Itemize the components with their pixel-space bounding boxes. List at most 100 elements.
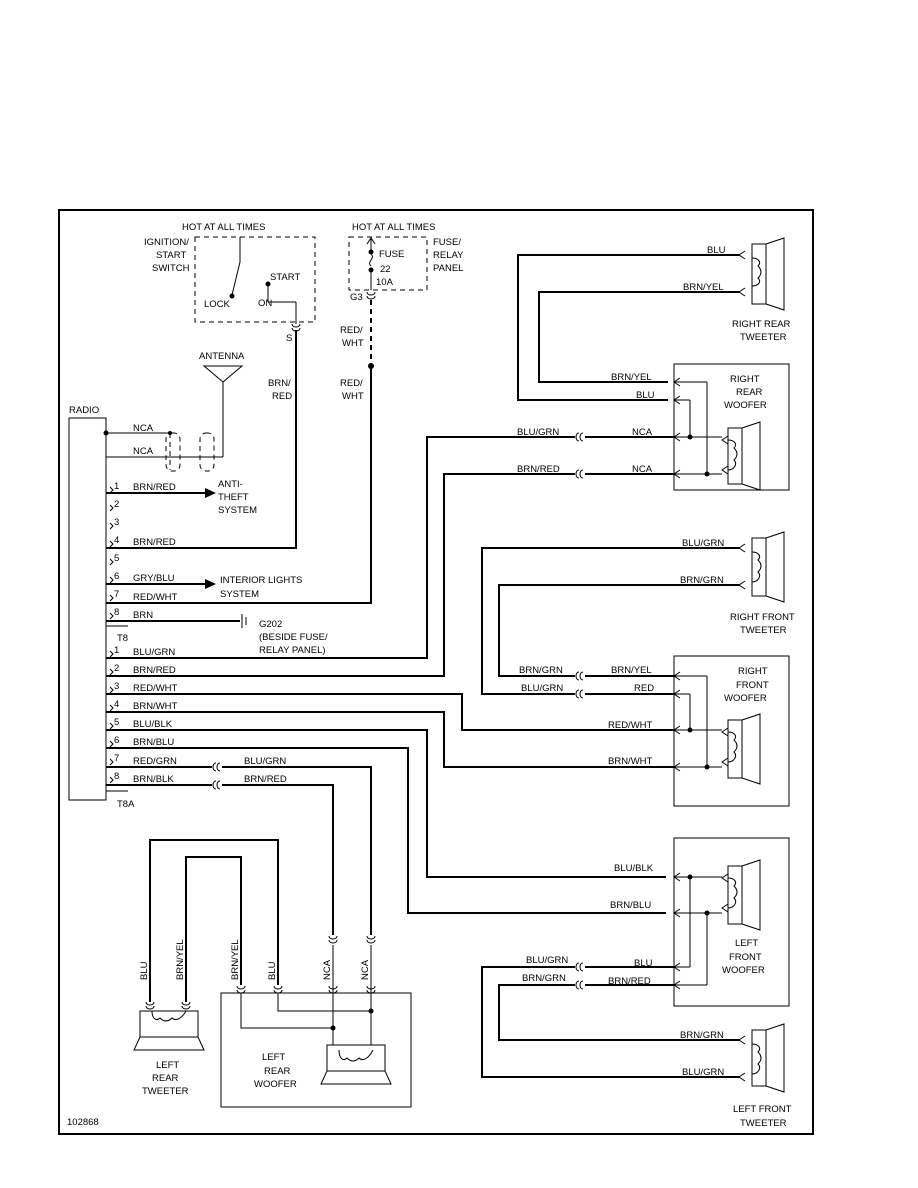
pin-number: 2 — [114, 663, 119, 674]
wire-color-label: BLU — [707, 245, 726, 256]
wire-color-label: BRN/YEL — [611, 665, 652, 676]
wire-color-label: BLU — [634, 958, 653, 969]
t8a-label: T8A — [117, 799, 135, 810]
pin-number: 7 — [114, 589, 119, 600]
pin-number: 5 — [114, 717, 119, 728]
wire-color-label: BRN/RED — [133, 482, 176, 493]
right-rear-woofer — [673, 363, 790, 491]
interior-lights-label: INTERIOR LIGHTS — [220, 575, 302, 586]
nca-label: NCA — [133, 446, 154, 457]
wire-color-label: BRN/YEL — [611, 372, 652, 383]
wire-color-label: BRN/ — [268, 378, 291, 389]
right-front-tweeter — [738, 531, 785, 603]
wire-color-label: WHT — [342, 338, 364, 349]
pin-number: 3 — [114, 517, 119, 528]
speaker-label: FRONT — [729, 952, 762, 963]
wire-color-label: RED — [634, 683, 654, 694]
ignition-switch — [194, 236, 316, 332]
speaker-label: RIGHT — [738, 666, 768, 677]
wire-color-label: RED/WHT — [608, 720, 653, 731]
right-front-woofer — [673, 655, 790, 807]
left-front-woofer — [673, 837, 790, 1007]
anti-theft-label: SYSTEM — [218, 505, 257, 516]
wire-color-label: BLU — [636, 390, 655, 401]
anti-theft-label: THEFT — [218, 492, 249, 503]
pin-number: 4 — [114, 535, 119, 546]
wire-color-label: BLU/GRN — [521, 683, 563, 694]
fuse-panel-label: FUSE/ — [433, 237, 461, 248]
ground-label: (BESIDE FUSE/ — [259, 632, 328, 643]
on-label: ON — [258, 298, 272, 309]
pin-number: 5 — [114, 553, 119, 564]
speaker-label: TWEETER — [740, 1118, 787, 1129]
speaker-label: WOOFER — [724, 400, 767, 411]
wire-color-label: BLU — [139, 961, 150, 980]
nca-label: NCA — [632, 464, 653, 475]
wire-color-label: BLU/GRN — [133, 647, 175, 658]
wire-color-label: BLU/GRN — [682, 1067, 724, 1078]
pin-number: 6 — [114, 735, 119, 746]
ground-label: G202 — [259, 619, 282, 630]
wire-color-label: RED — [272, 391, 292, 402]
speaker-label: LEFT — [156, 1060, 179, 1071]
figure-id: 102868 — [67, 1117, 99, 1128]
wire-color-label: BRN/BLK — [133, 774, 174, 785]
wire-color-label: RED/ — [340, 378, 363, 389]
pin-number: 7 — [114, 753, 119, 764]
wire-color-label: RED/GRN — [133, 756, 177, 767]
left-front-tweeter — [738, 1023, 785, 1093]
wire-color-label: BLU/GRN — [682, 538, 724, 549]
pin-number: 8 — [114, 607, 119, 618]
wire-color-label: BRN — [133, 610, 153, 621]
wire-color-label: BLU/GRN — [244, 756, 286, 767]
speaker-label: REAR — [152, 1073, 179, 1084]
pin-number: 2 — [114, 499, 119, 510]
hot-at-all-times-label-2: HOT AT ALL TIMES — [352, 222, 435, 233]
fuse-panel-label-3: PANEL — [433, 263, 463, 274]
right-rear-tweeter — [738, 237, 785, 311]
nca-label: NCA — [632, 427, 653, 438]
speaker-label: FRONT — [736, 680, 769, 691]
interior-lights-label: SYSTEM — [220, 589, 259, 600]
wire-color-label: BRN/GRN — [519, 665, 563, 676]
ground-label: RELAY PANEL) — [259, 645, 326, 656]
wire-color-label: BRN/WHT — [608, 756, 653, 767]
s-terminal-label: S — [286, 333, 292, 344]
hot-at-all-times-label-1: HOT AT ALL TIMES — [182, 222, 265, 233]
speaker-label: RIGHT — [730, 374, 760, 385]
fuse-amperage: 10A — [376, 277, 394, 288]
speaker-label: LEFT — [262, 1052, 285, 1063]
ignition-label-2: START — [156, 250, 186, 261]
speaker-label: TWEETER — [142, 1086, 189, 1097]
lock-label: LOCK — [204, 299, 231, 310]
wire-color-label: RED/ — [340, 325, 363, 336]
wire-color-label: RED/WHT — [133, 683, 178, 694]
wire-color-label: BLU/BLK — [133, 719, 173, 730]
wire-color-label: BRN/GRN — [680, 575, 724, 586]
wire-color-label: BRN/RED — [133, 665, 176, 676]
speaker-label: WOOFER — [722, 965, 765, 976]
radio-label: RADIO — [69, 405, 99, 416]
wire-color-label: GRY/BLU — [133, 573, 175, 584]
speaker-label: RIGHT REAR — [732, 319, 791, 330]
pin-number: 1 — [114, 645, 119, 656]
t8a-connector — [106, 436, 666, 935]
diagram-frame — [58, 209, 814, 1135]
speaker-label: RIGHT FRONT — [730, 612, 795, 623]
speaker-label: TWEETER — [740, 332, 787, 343]
pin-number: 6 — [114, 571, 119, 582]
wire-color-label: BRN/YEL — [230, 939, 241, 980]
wire-color-label: BRN/YEL — [683, 282, 724, 293]
pin-number: 1 — [114, 481, 119, 492]
pin-number: 8 — [114, 771, 119, 782]
wire-color-label: BRN/RED — [133, 537, 176, 548]
wire-color-label: BRN/RED — [517, 464, 560, 475]
speaker-label: LEFT FRONT — [733, 1104, 792, 1115]
fuse-number: 22 — [380, 264, 391, 275]
radio-unit — [68, 417, 107, 801]
wire-color-label: BLU/GRN — [526, 955, 568, 966]
pin-number: 3 — [114, 681, 119, 692]
wire-color-label: BLU — [267, 961, 278, 980]
wire-color-label: BRN/GRN — [522, 973, 566, 984]
